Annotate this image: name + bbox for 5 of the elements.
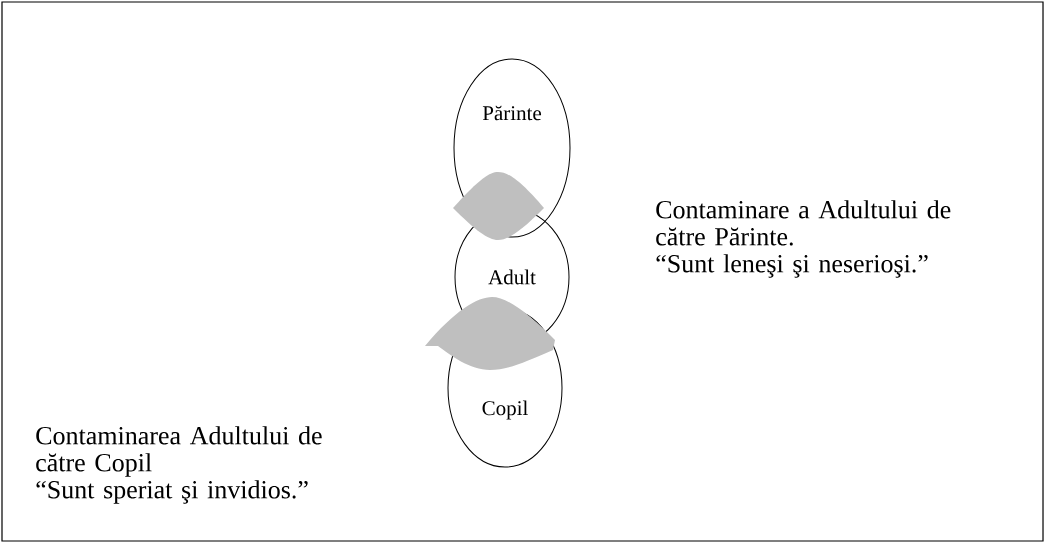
overlap-region [425,297,555,370]
annotation-text: “Sunt speriat şi invidios.” [36,480,308,504]
annotation-text: Contaminare a Adultului de către Părinte. [656,200,951,246]
annotation-text: Contaminarea Adultului de către Copil [36,426,322,477]
annotation-text: “Sunt leneşi şi neserioşi.” [656,254,928,278]
